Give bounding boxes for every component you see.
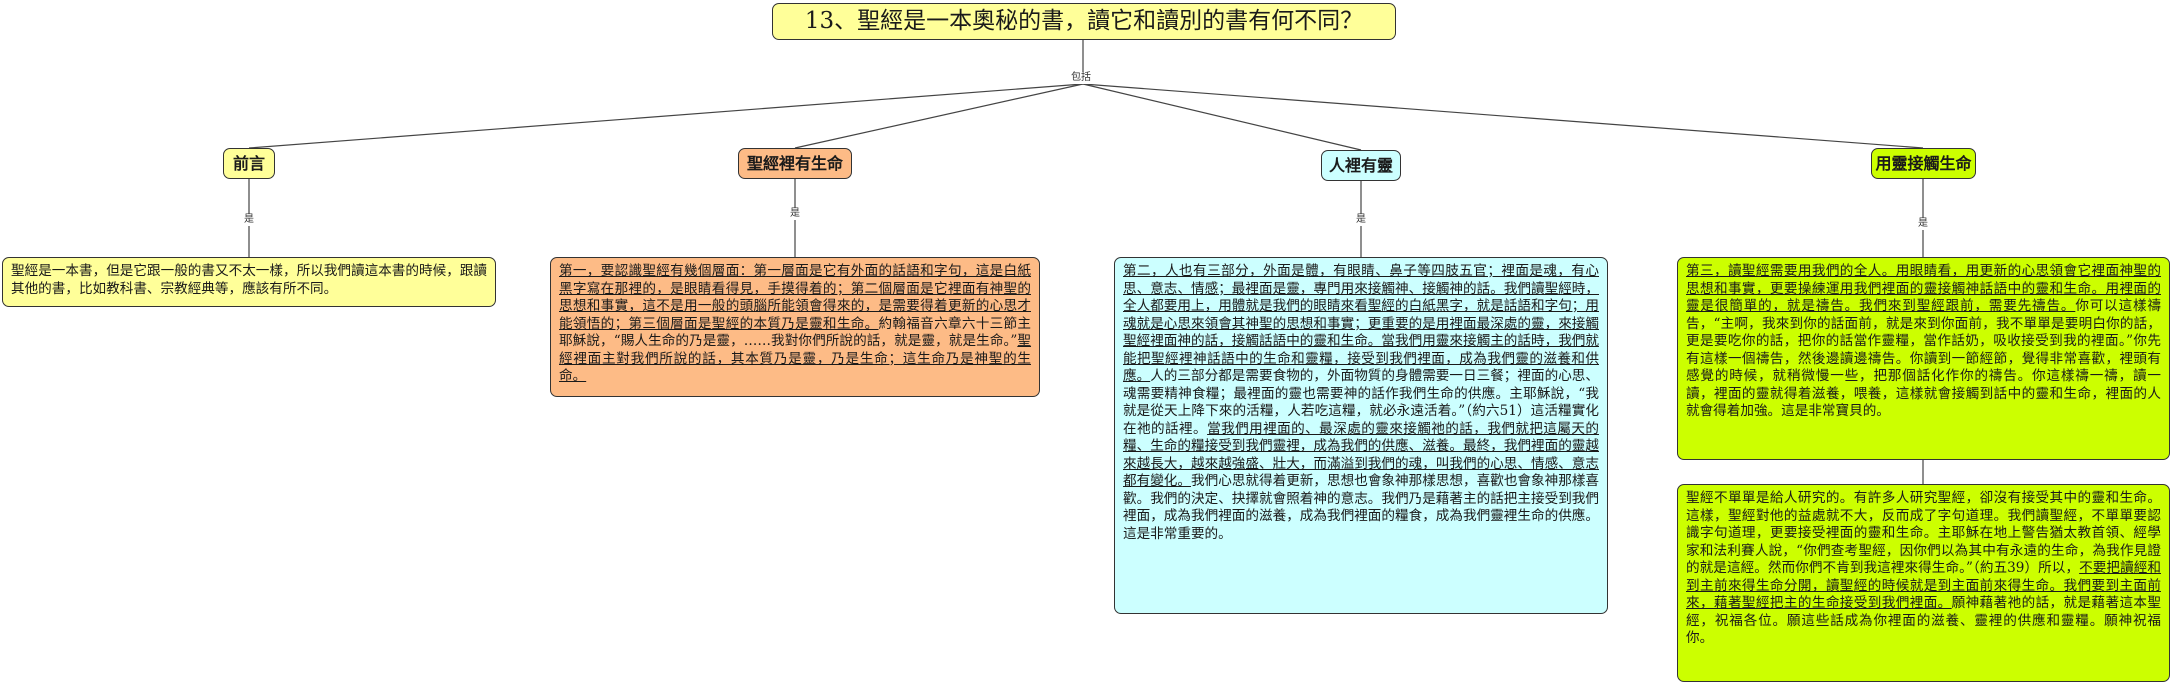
underlined-text-run: 聖經裡面主對我們所說的話，其本質乃是靈，乃是生命；這生命乃是神聖的生命。 xyxy=(559,333,1032,384)
link-root-preface xyxy=(248,83,1084,149)
central-topic[interactable]: 13、聖經是一本奧秘的書，讀它和讀別的書有何不同？ xyxy=(772,3,1396,40)
underlined-text-run: 第一，要認識聖經有幾個層面：第一層面是它有外面的話語和字句，這是白紙黑字寫在那裡… xyxy=(559,263,1031,332)
leaf-life-text[interactable]: 第一，要認識聖經有幾個層面：第一層面是它有外面的話語和字句，這是白紙黑字寫在那裡… xyxy=(550,257,1040,397)
text-run: 人的三部分都是需要食物的，外面物質的身體需要一日三餐；裡面的心思、魂需要精神食糧… xyxy=(1123,368,1600,437)
root-link-label: 包括 xyxy=(1070,72,1092,84)
text-run: 願神藉著祂的話，就是藉著這本聖經，祝福各位。願這些話成為你裡面的滋養、靈裡的供應… xyxy=(1686,595,2162,646)
text-run: 我們心思就得着更新，思想也會象神那樣思想，喜歡也會象神那樣喜歡。我們的決定、抉擇… xyxy=(1123,473,1600,542)
branch-contact-life-with-spirit[interactable]: 用靈接觸生命 xyxy=(1871,148,1976,179)
branch-link-label-contact: 是 xyxy=(1917,218,1929,230)
branch-link-label-life: 是 xyxy=(789,208,801,220)
link-root-spirit xyxy=(1082,83,1362,151)
underlined-text-run: 第二，人也有三部分，外面是體，有眼睛、鼻子等四肢五官；裡面是魂，有心思、意志、情… xyxy=(1123,263,1599,384)
leaf-contact-text-2[interactable]: 聖經不單單是給人研究的。有許多人研究聖經，卻沒有接受其中的靈和生命。這樣，聖經對… xyxy=(1677,484,2170,682)
underlined-text-run: 第三，讀聖經需要用我們的全人。用眼睛看，用更新的心思領會它裡面神聖的思想和事實，… xyxy=(1686,263,2161,314)
leaf-contact-text[interactable]: 第三，讀聖經需要用我們的全人。用眼睛看，用更新的心思領會它裡面神聖的思想和事實，… xyxy=(1677,257,2170,460)
underlined-text-run: 當我們用裡面的、最深處的靈來接觸祂的話，我們就把這屬天的糧、生命的糧接受到我們靈… xyxy=(1123,420,1600,490)
underlined-text-run: 不要把讀經和到主前來得生命分開，讀聖經的時候就是到主面前來得生命。我們要到主面前… xyxy=(1686,560,2161,611)
branch-link-label-preface: 是 xyxy=(243,214,255,226)
leaf-spirit-text[interactable]: 第二，人也有三部分，外面是體，有眼睛、鼻子等四肢五官；裡面是魂，有心思、意志、情… xyxy=(1114,257,1608,614)
branch-spirit-in-man[interactable]: 人裡有靈 xyxy=(1321,150,1401,181)
branch-link-label-spirit: 是 xyxy=(1355,214,1367,226)
branch-life-in-bible[interactable]: 聖經裡有生命 xyxy=(738,148,852,179)
leaf-preface-text[interactable]: 聖經是一本書，但是它跟一般的書又不太一樣，所以我們讀這本書的時候，跟讀其他的書，… xyxy=(2,257,496,307)
text-run: 聖經不單單是給人研究的。有許多人研究聖經，卻沒有接受其中的靈和生命。這樣，聖經對… xyxy=(1686,490,2161,576)
link-root-life xyxy=(794,83,1084,149)
text-run: 你可以這樣禱告，“主啊，我來到你的話面前，就是來到你面前，我不單單是要明白你的話… xyxy=(1686,298,2162,419)
text-run: 約翰福音六章六十三節主耶穌說，“賜人生命的乃是靈，……我對你們所說的話，就是靈，… xyxy=(559,315,1032,350)
branch-preface[interactable]: 前言 xyxy=(223,148,275,179)
link-root-contact xyxy=(1082,83,1924,149)
text-run: 聖經是一本書，但是它跟一般的書又不太一樣，所以我們讀這本書的時候，跟讀其他的書，… xyxy=(11,263,487,297)
